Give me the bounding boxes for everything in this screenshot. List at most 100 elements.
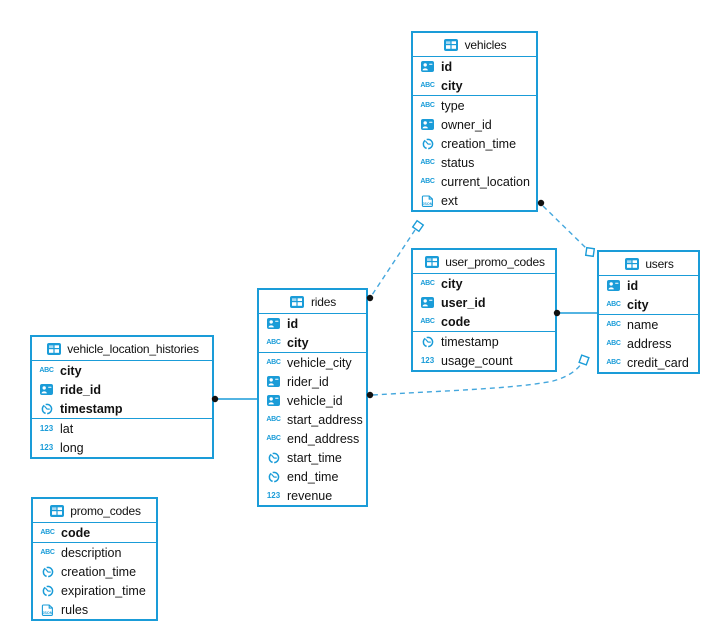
table-title: vehicles bbox=[464, 37, 507, 52]
text-icon: ABC bbox=[420, 102, 435, 109]
field-row-creation_time[interactable]: creation_time bbox=[33, 562, 156, 581]
field-name: ride_id bbox=[60, 382, 101, 397]
field-row-id[interactable]: id bbox=[599, 276, 698, 295]
key-section-divider bbox=[599, 314, 698, 315]
field-row-timestamp[interactable]: timestamp bbox=[32, 399, 212, 418]
field-row-rules[interactable]: JSON rules bbox=[33, 600, 156, 619]
field-row-user_id[interactable]: user_id bbox=[413, 293, 555, 312]
field-name: user_id bbox=[441, 295, 486, 310]
field-name: current_location bbox=[441, 174, 530, 189]
field-row-expiration_time[interactable]: expiration_time bbox=[33, 581, 156, 600]
field-row-id[interactable]: id bbox=[259, 314, 366, 333]
field-name: name bbox=[627, 317, 659, 332]
table-users-header[interactable]: users bbox=[599, 252, 698, 276]
table-vehicle-location-histories-header[interactable]: vehicle_location_histories bbox=[32, 337, 212, 361]
field-row-code[interactable]: ABC code bbox=[413, 312, 555, 331]
field-name: id bbox=[441, 59, 453, 74]
field-name: start_time bbox=[287, 450, 342, 465]
field-name: revenue bbox=[287, 488, 333, 503]
field-name: city bbox=[287, 335, 309, 350]
user-badge-icon bbox=[419, 61, 436, 72]
table-promo-codes-header[interactable]: promo_codes bbox=[33, 499, 156, 523]
table-title: rides bbox=[310, 294, 336, 309]
number-icon: 123 bbox=[39, 423, 54, 433]
field-row-name[interactable]: ABC name bbox=[599, 315, 698, 334]
table-icon bbox=[48, 504, 65, 517]
field-row-rider_id[interactable]: rider_id bbox=[259, 372, 366, 391]
text-icon: ABC bbox=[606, 340, 621, 347]
field-row-timestamp[interactable]: timestamp bbox=[413, 332, 555, 351]
field-name: owner_id bbox=[441, 117, 492, 132]
field-name: rules bbox=[61, 602, 89, 617]
user-badge-icon bbox=[265, 395, 282, 406]
relation-rides-vehicles-line bbox=[371, 229, 416, 296]
field-name: city bbox=[441, 78, 463, 93]
user-badge-icon bbox=[265, 318, 282, 329]
text-icon: ABC bbox=[606, 359, 621, 366]
table-title: promo_codes bbox=[70, 503, 141, 518]
field-name: end_address bbox=[287, 431, 360, 446]
field-row-id[interactable]: id bbox=[413, 57, 536, 76]
text-icon: ABC bbox=[606, 301, 621, 308]
field-name: code bbox=[441, 314, 471, 329]
text-icon: ABC bbox=[420, 318, 435, 325]
field-row-city[interactable]: ABC city bbox=[259, 333, 366, 352]
field-name: code bbox=[61, 525, 91, 540]
field-row-start_time[interactable]: start_time bbox=[259, 448, 366, 467]
field-name: long bbox=[60, 440, 84, 455]
table-vehicles-header[interactable]: vehicles bbox=[413, 33, 536, 57]
field-name: ext bbox=[441, 193, 458, 208]
relation-endpoint-open-square bbox=[578, 354, 590, 366]
table-icon bbox=[423, 255, 440, 268]
json-icon: JSON bbox=[419, 194, 436, 207]
number-icon: 123 bbox=[420, 355, 435, 365]
clock-icon bbox=[38, 403, 55, 415]
text-icon: ABC bbox=[266, 339, 281, 346]
field-name: id bbox=[627, 278, 639, 293]
text-icon: ABC bbox=[606, 321, 621, 328]
field-name: expiration_time bbox=[61, 583, 146, 598]
user-badge-icon bbox=[419, 119, 436, 130]
field-row-ext[interactable]: JSON ext bbox=[413, 191, 536, 210]
field-row-vehicle_id[interactable]: vehicle_id bbox=[259, 391, 366, 410]
field-row-owner_id[interactable]: owner_id bbox=[413, 115, 536, 134]
clock-icon bbox=[419, 138, 436, 150]
field-row-ride_id[interactable]: ride_id bbox=[32, 380, 212, 399]
field-row-end_time[interactable]: end_time bbox=[259, 467, 366, 486]
json-icon: JSON bbox=[39, 603, 56, 616]
user-badge-icon bbox=[419, 297, 436, 308]
field-row-creation_time[interactable]: creation_time bbox=[413, 134, 536, 153]
key-section-divider bbox=[32, 418, 212, 419]
field-name: timestamp bbox=[441, 334, 499, 349]
table-user-promo-codes-header[interactable]: user_promo_codes bbox=[413, 250, 555, 274]
table-rides-header[interactable]: rides bbox=[259, 290, 366, 314]
field-name: start_address bbox=[287, 412, 363, 427]
